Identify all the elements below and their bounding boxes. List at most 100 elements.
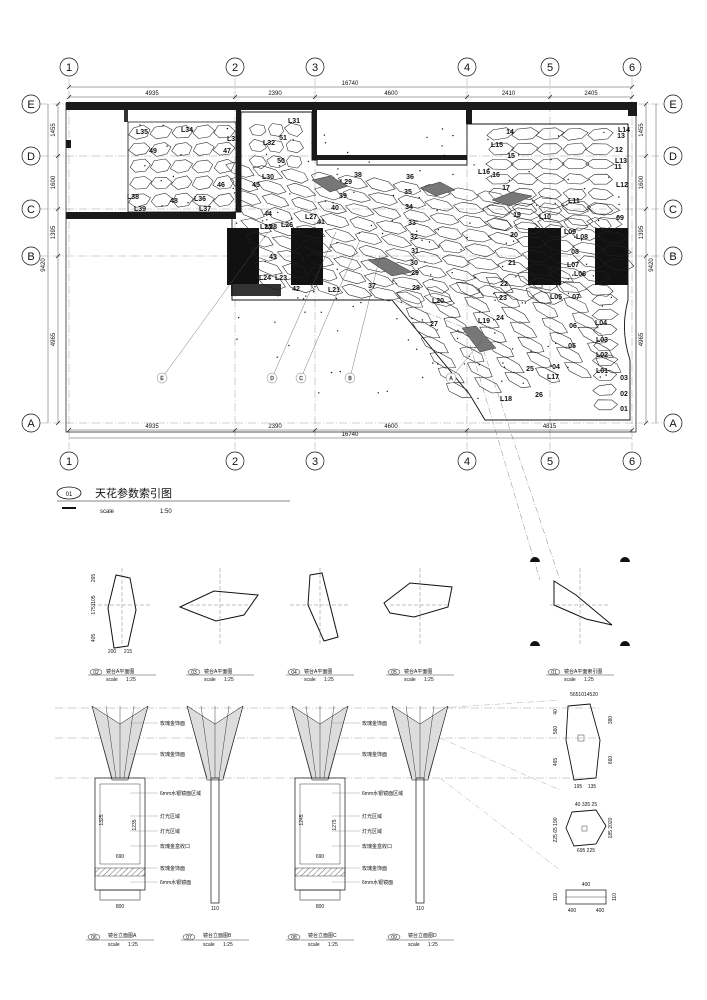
ceiling-panel: [477, 190, 508, 204]
ceiling-panel: [592, 383, 617, 396]
ceiling-panel: [324, 228, 357, 243]
grid-bubble: [457, 57, 477, 77]
section-marker-label: E: [160, 376, 164, 382]
ceiling-panel: [472, 272, 504, 285]
dim-label: 1395: [639, 225, 645, 239]
ceiling-panel: [516, 236, 547, 249]
grid-row-label: E: [669, 99, 676, 111]
dim-label: 380: [608, 716, 614, 725]
ceiling-panel: [409, 237, 440, 251]
dim-label: 5651014520: [570, 692, 598, 698]
ceiling-panel: [268, 123, 284, 137]
panel-label: 02: [620, 391, 628, 398]
detail-num: 05: [391, 670, 397, 676]
dim-total: 9420: [41, 258, 47, 272]
ceiling-panel: [511, 142, 539, 155]
ceiling-panel: [405, 306, 433, 324]
ceiling-panel: [213, 158, 235, 174]
ceiling-panel: [517, 271, 544, 289]
ceiling-panel: [537, 210, 568, 223]
ceiling-panel: [338, 268, 367, 285]
ceiling-panel: [541, 317, 569, 335]
panel-label: 49: [149, 148, 157, 155]
mirror-panels: [311, 175, 533, 353]
ceiling-panel: [578, 255, 606, 268]
grid-row-label: A: [27, 418, 35, 430]
ceiling-panel: [572, 312, 599, 329]
panel-label: 13: [617, 133, 625, 140]
ceiling-panel: [536, 158, 565, 170]
dim-label: 4965: [51, 332, 57, 346]
ceiling-panel: [496, 356, 525, 374]
ceiling-panel: [257, 180, 287, 195]
ceiling-panel: [433, 226, 463, 241]
panel-label: 45: [252, 182, 260, 189]
view-marker: [530, 557, 540, 562]
dim-label: 2390: [268, 91, 282, 97]
ceiling-panel: [561, 128, 589, 141]
ceiling-panel: [344, 203, 375, 218]
panel-label: L37: [199, 206, 211, 213]
ceiling-panel: [252, 165, 284, 181]
dim-label: 695 225: [577, 848, 595, 854]
dim-label: 1600: [51, 175, 57, 189]
ceiling-panel: [420, 336, 449, 354]
view-marker: [620, 557, 630, 562]
grid-row-label: A: [669, 418, 677, 430]
ceiling-panel: [564, 362, 592, 378]
ceiling-panel: [482, 204, 511, 218]
grid-bubble: [457, 451, 477, 471]
panel-label: 26: [535, 392, 543, 399]
panel-label: 37: [368, 283, 376, 290]
floor-plan-walls: [65, 102, 637, 433]
grid-bubble: [540, 57, 560, 77]
grid-col-label: 4: [464, 456, 470, 468]
ceiling-panel: [392, 276, 424, 291]
main-scale-value: 1:50: [160, 509, 172, 515]
elevation-note: 玫瑰金盒收口: [362, 843, 392, 850]
grid-bubble: [663, 246, 683, 266]
dim-label: 1275: [332, 819, 338, 830]
dim-label: 2405: [584, 91, 598, 97]
panel-label: L01: [596, 368, 608, 375]
ceiling-panel: [233, 190, 262, 206]
dim-label: 1455: [51, 123, 57, 137]
dim-label: 40 335 25: [575, 802, 597, 808]
grid-bubble: [622, 451, 642, 471]
dim-label: 2410: [502, 91, 516, 97]
ceiling-panel: [314, 186, 343, 201]
ceiling-panel: [301, 239, 333, 254]
grid-bubble: [305, 57, 325, 77]
detail-num: 02: [93, 670, 99, 676]
main-title-block: 01 天花参数索引图 scale 1:50: [56, 486, 290, 515]
elevation-note: 玫瑰金盒收口: [160, 843, 190, 850]
ceiling-panel: [271, 235, 301, 252]
ceiling-panel: [358, 245, 389, 260]
panel-label: 41: [317, 219, 325, 226]
ceiling-panel: [461, 228, 493, 243]
ceiling-panel: [429, 351, 457, 369]
ceiling-panel: [129, 158, 151, 173]
dim-label: 110: [211, 906, 219, 912]
ceiling-panel: [585, 143, 614, 156]
elevation-num: 09: [391, 935, 397, 941]
panel-label: L19: [478, 318, 490, 325]
detail-scale-label: scale: [204, 677, 216, 683]
ceiling-panel: [171, 142, 193, 157]
ceiling-panel: [172, 192, 194, 208]
mirror-stand-side: [415, 777, 425, 904]
ceiling-panel: [561, 158, 590, 169]
ceiling-panel: [368, 287, 400, 302]
dim-total: 16740: [342, 432, 359, 438]
ceiling-panel: [212, 142, 236, 156]
panel-label: L10: [539, 214, 551, 221]
ceiling-panel: [250, 246, 278, 262]
panel-label: L24: [259, 275, 271, 282]
grid-bubble: [622, 57, 642, 77]
grid-bubble: [21, 94, 41, 114]
detail-title: 镜台A平面图: [204, 668, 232, 675]
ceiling-panel: [538, 202, 563, 216]
elevation-num: 06: [91, 935, 97, 941]
panel-label: 34: [405, 204, 413, 211]
section-marker-label: A: [449, 376, 453, 382]
